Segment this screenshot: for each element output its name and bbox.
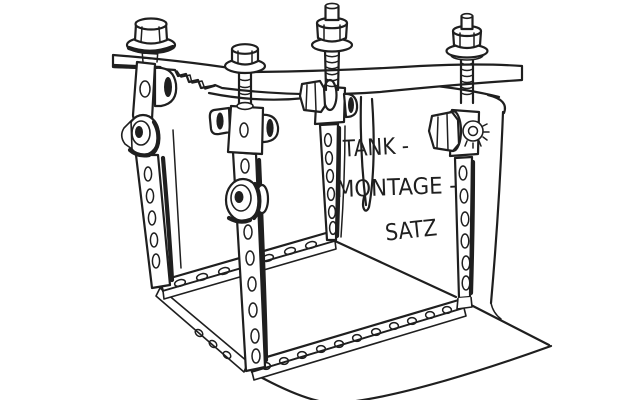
caption-line-2: MONTAGE - (336, 173, 458, 203)
bolt-4-stud-nut (445, 12, 489, 105)
hanger-strap-left (120, 60, 182, 290)
cradle-frame (155, 229, 467, 381)
strap-right-holes (458, 165, 471, 291)
hanger-strap-front (208, 104, 280, 373)
strap-back-holes (323, 132, 338, 236)
hanger-strap-right (427, 108, 490, 310)
cradle-left-rail-holes (194, 328, 232, 360)
caption-line-3: SATZ (384, 215, 438, 246)
bolt-2-hex-washer (223, 43, 267, 111)
cradle-front-rail-holes (260, 305, 453, 371)
bolt-3-stud-nut (310, 2, 354, 92)
caption-line-1: TANK - (342, 133, 410, 162)
serrated-flange-nut (462, 120, 490, 149)
bolt-1-hex-washer (125, 17, 177, 63)
strap-left-holes (143, 166, 161, 269)
caption: TANK - MONTAGE - SATZ (336, 133, 458, 246)
strap-front-holes (240, 158, 261, 364)
cradle-back-rail-holes (173, 240, 318, 288)
